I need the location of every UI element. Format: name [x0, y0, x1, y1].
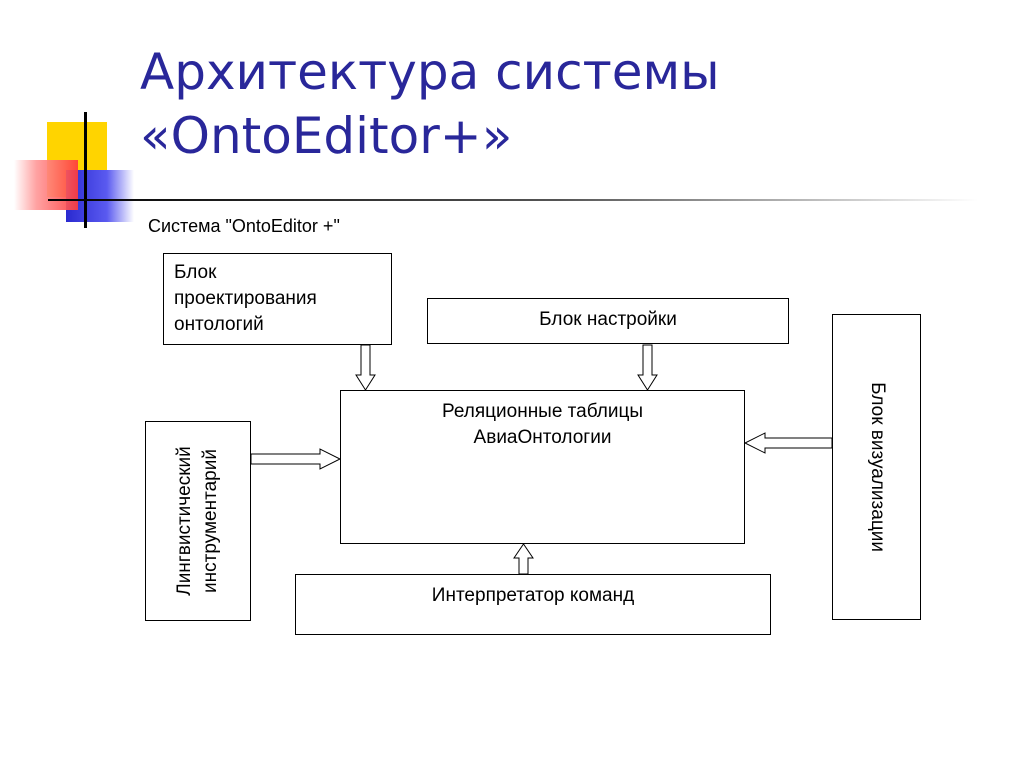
- arrow-interpreter-to-tables: [513, 543, 534, 575]
- tables-block-line-1: Реляционные таблицы: [441, 401, 644, 422]
- design-block-line-3: онтологий: [174, 314, 264, 335]
- slide-title-line-1: Архитектура системы: [140, 43, 720, 101]
- interpreter-block-label: Интерпретатор команд: [431, 585, 635, 606]
- visualization-block: Блок визуализации: [832, 314, 921, 620]
- linguistic-block-text: Лингвистический инструментарий: [172, 446, 224, 596]
- visualization-block-label: Блок визуализации: [866, 382, 888, 552]
- design-block-line-1: Блок: [174, 262, 217, 283]
- design-block-line-2: проектирования: [174, 288, 317, 309]
- linguistic-block-line-2: инструментарий: [200, 449, 221, 593]
- slide-title: Архитектура системы «OntoEditor+»: [140, 40, 1000, 168]
- tables-block-line-2: АвиаОнтологии: [473, 427, 612, 448]
- title-underline: [48, 199, 978, 201]
- arrow-linguistic-to-tables: [250, 448, 342, 470]
- linguistic-block-line-1: Лингвистический: [174, 446, 195, 596]
- diagram-caption: Система "OntoEditor +": [148, 216, 340, 236]
- linguistic-tools-block: Лингвистический инструментарий: [145, 421, 251, 621]
- arrow-settings-to-tables: [637, 344, 658, 391]
- arrow-design-to-tables: [355, 344, 376, 391]
- ontology-design-block: Блок проектирования онтологий: [163, 253, 392, 345]
- settings-block: Блок настройки: [427, 298, 789, 344]
- relational-tables-block: Реляционные таблицы АвиаОнтологии: [340, 390, 745, 544]
- title-decoration: [14, 112, 978, 228]
- settings-block-label: Блок настройки: [539, 309, 677, 330]
- command-interpreter-block: Интерпретатор команд: [295, 574, 771, 635]
- vertical-rule: [84, 112, 87, 228]
- arrow-visualization-to-tables: [743, 432, 833, 454]
- red-square: [14, 160, 78, 210]
- slide-title-line-2: «OntoEditor+»: [140, 107, 513, 165]
